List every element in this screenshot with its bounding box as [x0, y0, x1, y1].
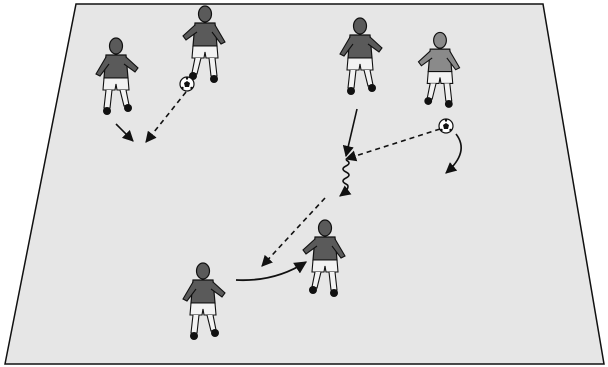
run-arrow [235, 261, 308, 282]
soccer-ball-icon [438, 118, 454, 134]
player-boot [330, 289, 338, 297]
player-arm [417, 50, 433, 67]
player-figure [182, 262, 226, 340]
player-boot [444, 100, 453, 108]
run-arrow [115, 123, 134, 142]
player-boot [210, 75, 218, 83]
player-shorts [311, 259, 339, 273]
player-arm [339, 36, 354, 57]
player-head [197, 5, 213, 23]
player-boot [190, 332, 198, 340]
player-boot [211, 329, 219, 337]
player-arm [210, 281, 226, 298]
player-head [195, 262, 211, 280]
player-head [108, 37, 124, 55]
dribble-arrow [339, 159, 352, 197]
pass-arrow [145, 91, 187, 143]
player-shorts [346, 57, 374, 71]
player-head [433, 31, 447, 49]
player-leg [103, 89, 113, 109]
player-arm [182, 24, 198, 41]
player-leg [347, 69, 357, 89]
player-boot [368, 84, 376, 92]
player-leg [328, 271, 338, 291]
player-figure [302, 219, 346, 297]
player-boot [103, 107, 111, 115]
player-arm [95, 56, 110, 77]
player-figure [417, 31, 461, 108]
balls [179, 76, 454, 134]
run-arrow [445, 133, 462, 174]
pass-arrow [261, 197, 326, 267]
pitch-area [4, 3, 605, 365]
player-head [352, 17, 368, 35]
players [95, 5, 461, 340]
player-boot [124, 104, 132, 112]
player-boot [309, 286, 317, 294]
player-shorts [191, 45, 219, 59]
player-boot [347, 87, 355, 95]
player-leg [443, 83, 453, 102]
player-shorts [426, 71, 454, 84]
player-figure [339, 17, 383, 95]
run-arrow [342, 108, 358, 158]
player-leg [208, 57, 218, 77]
player-arm [367, 36, 383, 53]
player-head [317, 219, 333, 237]
soccer-ball-icon [179, 76, 195, 92]
player-arm [123, 56, 139, 73]
player-arm [331, 238, 346, 259]
player-arm [302, 238, 318, 255]
pass-arrow [344, 128, 441, 162]
movement-arrows [115, 91, 462, 282]
player-arm [211, 24, 226, 45]
player-arm [446, 50, 461, 71]
player-figure [182, 5, 226, 83]
player-arm [182, 281, 197, 302]
player-boot [424, 97, 433, 105]
player-shorts [189, 302, 217, 316]
player-shorts [102, 77, 130, 91]
player-figure [95, 37, 139, 115]
player-leg [190, 314, 200, 334]
